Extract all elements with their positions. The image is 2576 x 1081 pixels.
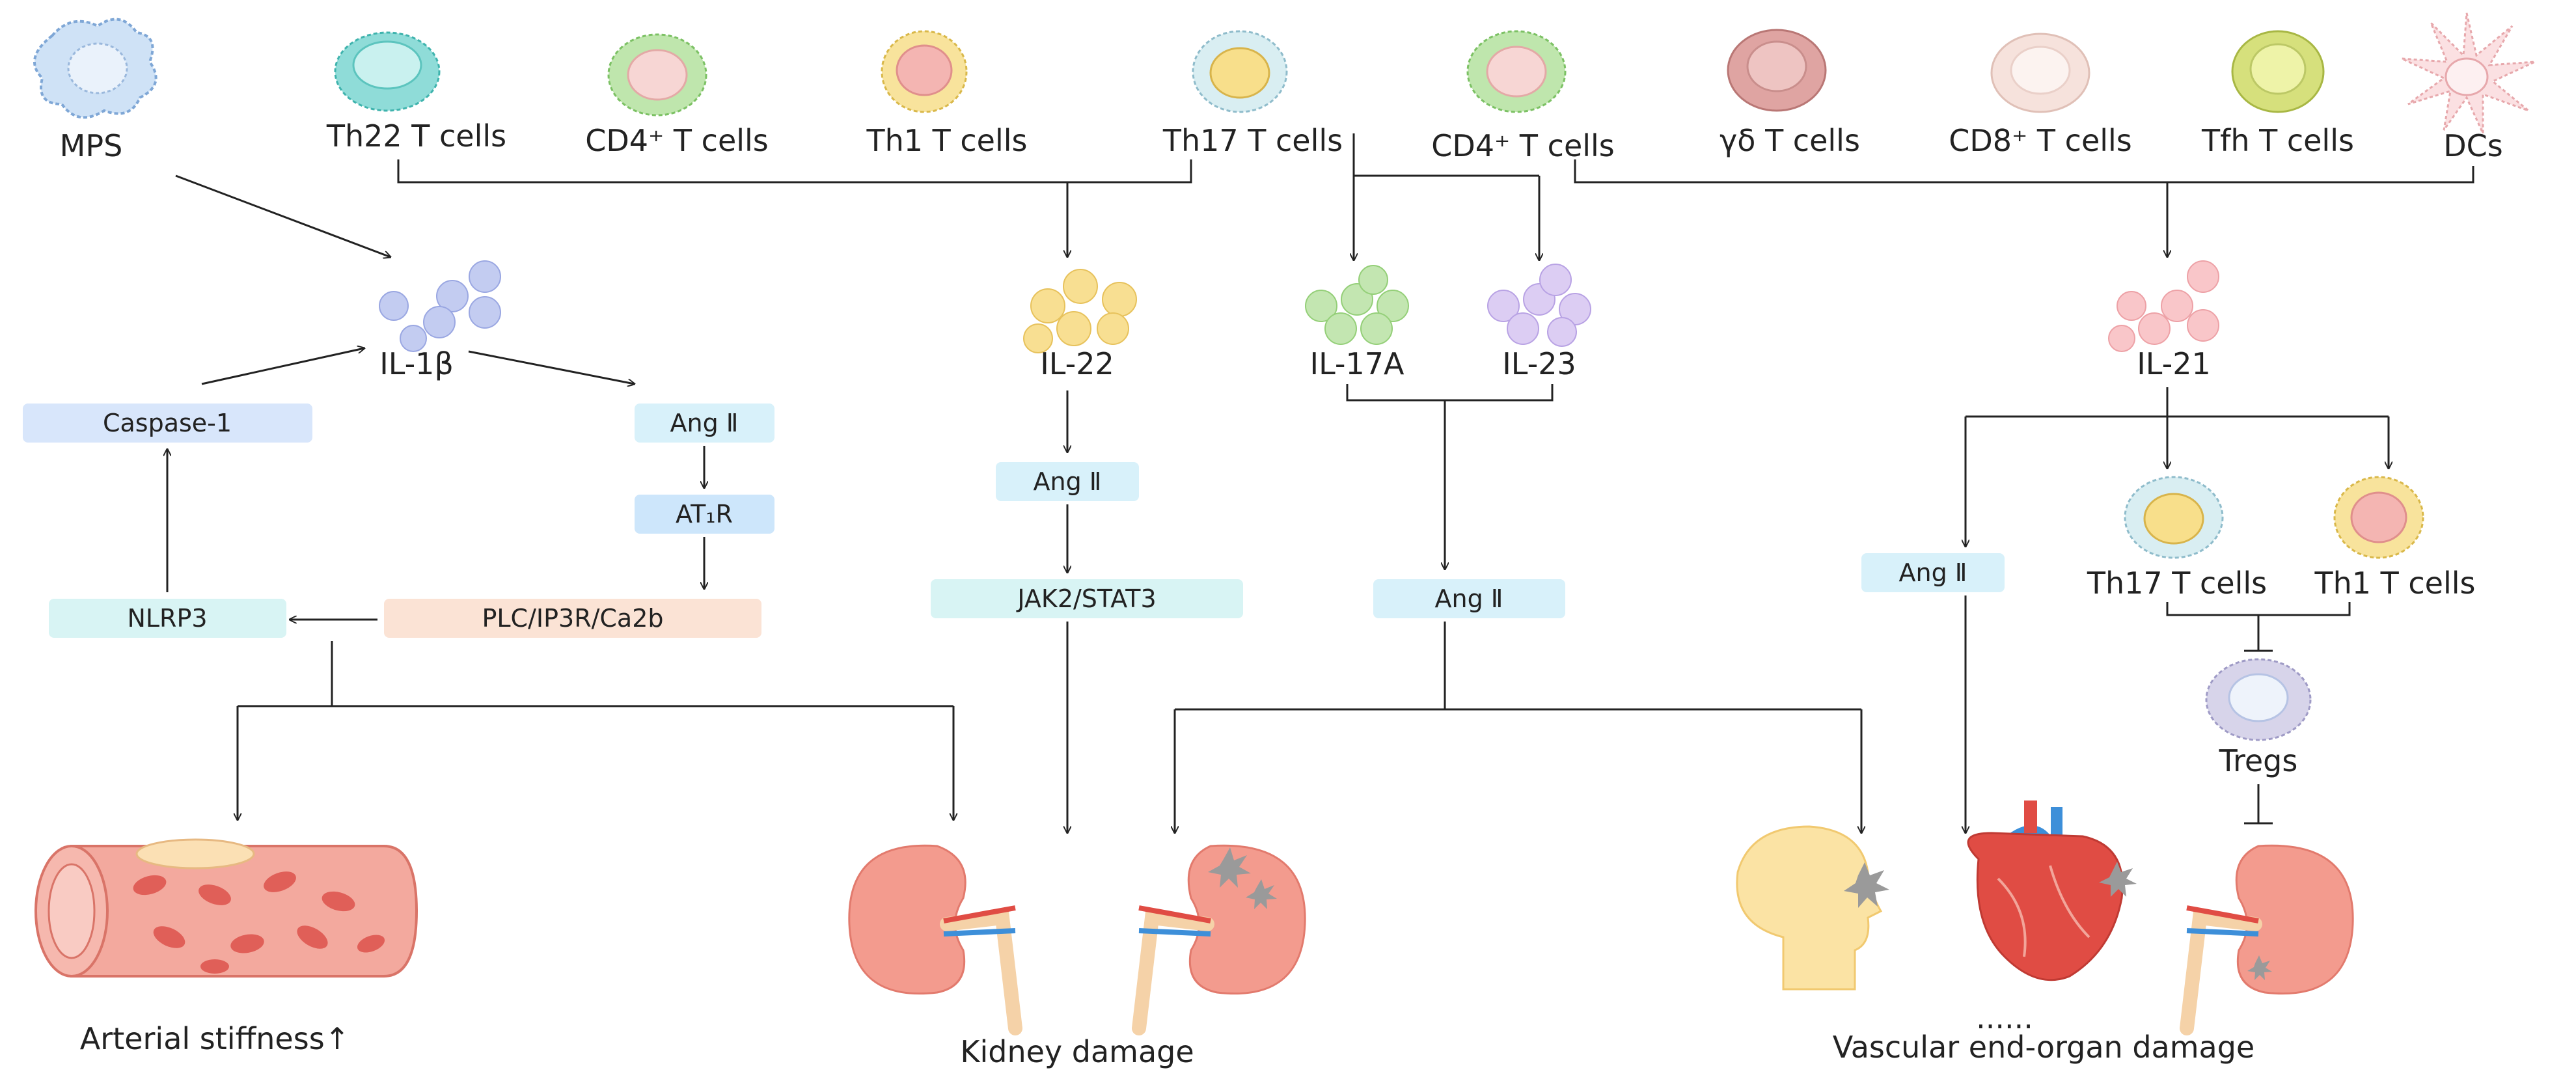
- il22-label: IL-22: [1040, 346, 1114, 381]
- dcs-label: DCs: [2443, 128, 2503, 163]
- kidney-right-icon: [2180, 844, 2354, 1035]
- th1-cell-a: [881, 30, 968, 113]
- svg-text:Ang Ⅱ: Ang Ⅱ: [670, 409, 739, 437]
- tfh-label: Tfh T cells: [2201, 123, 2354, 158]
- vascular-damage-label: Vascular end-organ damage: [1833, 1030, 2254, 1065]
- cd8-label: CD8⁺ T cells: [1949, 123, 2132, 158]
- svg-text:AT₁R: AT₁R: [676, 500, 733, 528]
- th1-label-a: Th1 T cells: [866, 123, 1028, 158]
- il23-label: IL-23: [1502, 346, 1576, 381]
- svg-text:Ang Ⅱ: Ang Ⅱ: [1034, 467, 1102, 496]
- tregs-cell: [2205, 658, 2312, 741]
- svg-text:Ang Ⅱ: Ang Ⅱ: [1899, 558, 1967, 587]
- th17-cell-b: [2124, 476, 2224, 559]
- tregs-label: Tregs: [2219, 743, 2298, 778]
- bracket-th-tregs: [2166, 602, 2351, 616]
- il21-label: IL-21: [2137, 346, 2211, 381]
- cd4-cell-a: [607, 33, 707, 116]
- il23-cluster: [1487, 264, 1591, 347]
- cd8-cell: [1990, 33, 2090, 113]
- il21-cluster: [2108, 260, 2219, 352]
- svg-text:PLC/IP3R/Ca2b: PLC/IP3R/Ca2b: [482, 604, 663, 633]
- arrow-il1b-angii: [468, 350, 635, 384]
- caspase1-box: Caspase-1: [23, 404, 312, 443]
- th17-label-b: Th17 T cells: [2087, 566, 2267, 601]
- svg-text:NLRP3: NLRP3: [127, 604, 207, 633]
- il17a-label: IL-17A: [1310, 346, 1405, 381]
- angii-box-2: Ang Ⅱ: [996, 462, 1139, 501]
- th22-label: Th22 T cells: [326, 118, 506, 154]
- bracket-il22: [397, 159, 1192, 184]
- jak2-box: JAK2/STAT3: [931, 579, 1243, 618]
- il1b-cluster: [379, 260, 501, 352]
- kidney-healthy-icon: [848, 844, 1022, 1035]
- th1-label-b: Th1 T cells: [2314, 566, 2476, 601]
- th1-cell-b: [2333, 476, 2424, 559]
- arterial-stiffness-label: Arterial stiffness↑: [80, 1021, 349, 1056]
- kidney-damaged-icon: [1132, 844, 1306, 1035]
- cd4-label-a: CD4⁺ T cells: [585, 123, 769, 158]
- gd-label: γδ T cells: [1720, 123, 1860, 158]
- arrow-mps-il1b: [175, 174, 391, 257]
- dcs-cell: [2401, 12, 2536, 134]
- il1b-label: IL-1β: [379, 346, 454, 381]
- arrow-caspase-il1b: [201, 348, 364, 385]
- il22-cluster: [1023, 269, 1137, 353]
- kidney-damage-label: Kidney damage: [960, 1034, 1194, 1069]
- nlrp3-box: NLRP3: [49, 599, 286, 638]
- at1r-box: AT₁R: [635, 495, 774, 534]
- th17-cell-a: [1192, 30, 1288, 113]
- gd-cell: [1727, 29, 1827, 112]
- ellipsis-label: ......: [1976, 1000, 2033, 1035]
- head-icon: [1736, 825, 1889, 991]
- cd4-label-b: CD4⁺ T cells: [1431, 128, 1615, 163]
- svg-text:Caspase-1: Caspase-1: [103, 409, 232, 437]
- angii-box-4: Ang Ⅱ: [1861, 553, 2005, 592]
- bracket-il17a-il23: [1346, 384, 1554, 402]
- mps-cell: [33, 18, 158, 119]
- th17-label-a: Th17 T cells: [1162, 123, 1343, 158]
- bracket-il21: [1574, 159, 2474, 184]
- angii-box-3: Ang Ⅱ: [1373, 579, 1565, 618]
- svg-text:Ang Ⅱ: Ang Ⅱ: [1435, 584, 1503, 613]
- th22-cell: [334, 31, 441, 112]
- artery-illustration: [34, 838, 418, 978]
- svg-text:JAK2/STAT3: JAK2/STAT3: [1016, 584, 1156, 613]
- cd4-cell-b: [1466, 30, 1567, 113]
- tfh-cell: [2231, 30, 2325, 113]
- plc-box: PLC/IP3R/Ca2b: [384, 599, 761, 638]
- mps-label: MPS: [60, 128, 123, 163]
- heart-icon: [1967, 800, 2137, 981]
- il17a-cluster: [1305, 265, 1409, 345]
- angii-box-1: Ang Ⅱ: [635, 404, 774, 443]
